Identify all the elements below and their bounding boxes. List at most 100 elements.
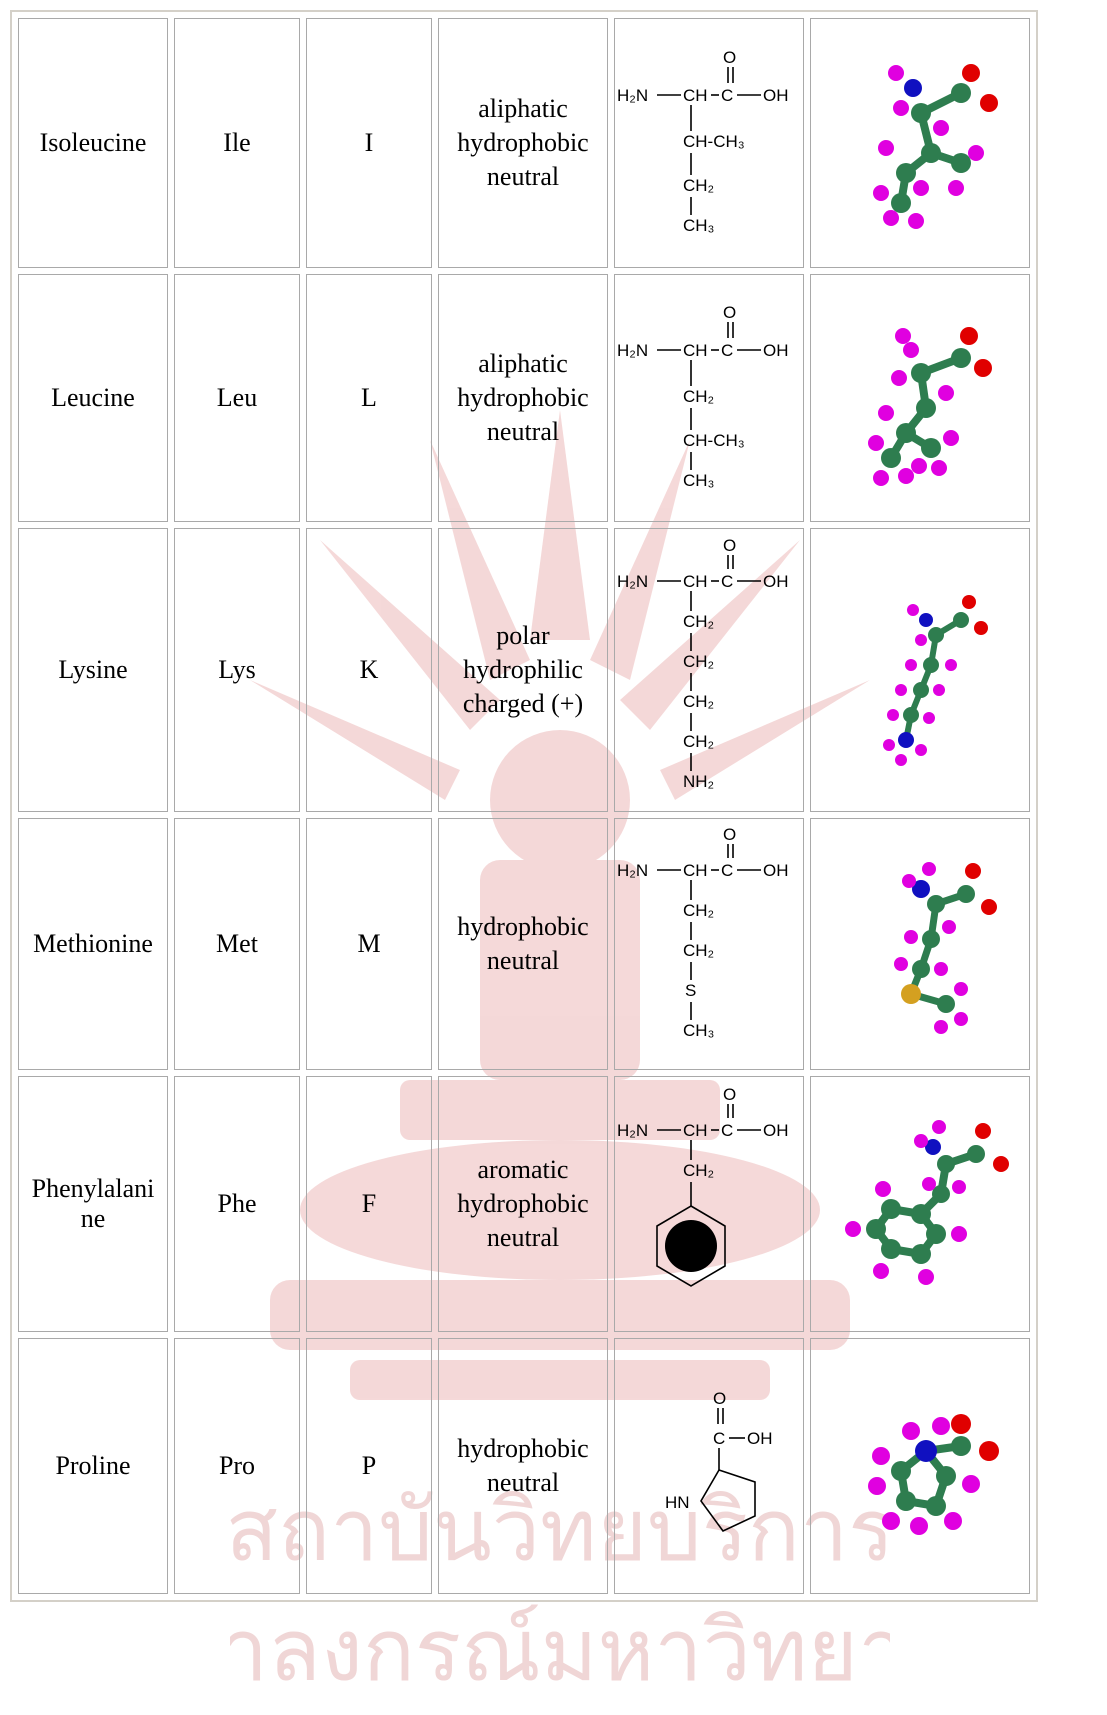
side-chain-label: CH₂ — [683, 652, 714, 671]
name-cell: Leucine — [18, 274, 168, 522]
oxygen-label: O — [723, 48, 736, 67]
amine-label: H₂N — [617, 1121, 648, 1140]
properties-cell: hydrophobic neutral — [438, 1338, 608, 1594]
oxygen-label: O — [723, 303, 736, 322]
leucine-ball-model — [868, 327, 992, 486]
carboxyl-carbon-label: C — [721, 572, 733, 591]
isoleucine-ball-model — [873, 64, 998, 229]
three-letter-cell: Pro — [174, 1338, 300, 1594]
alpha-carbon-label: CH — [683, 1121, 708, 1140]
side-chain-label: CH₂ — [683, 941, 714, 960]
name-cell: Lysine — [18, 528, 168, 812]
one-letter-cell: F — [306, 1076, 432, 1332]
model-cell — [810, 818, 1030, 1070]
one-letter-cell: M — [306, 818, 432, 1070]
side-chain-label: CH₃ — [683, 471, 714, 490]
property-label: hydrophobic — [457, 383, 589, 412]
table-row: Isoleucine Ile I aliphatic hydrophobic n… — [18, 18, 1030, 268]
model-cell — [810, 274, 1030, 522]
alpha-carbon-label: CH — [683, 341, 708, 360]
property-label: aliphatic — [478, 349, 568, 378]
isoleucine-structure: H₂N CH C O OH CH-CH₃ CH₂ CH₃ — [617, 48, 789, 235]
side-chain-label: CH₂ — [683, 387, 714, 406]
hydroxyl-label: OH — [763, 86, 789, 105]
table-row: Lysine Lys K polar hydrophilic charged (… — [18, 528, 1030, 812]
three-letter-cell: Met — [174, 818, 300, 1070]
property-label: hydrophobic — [457, 912, 589, 941]
alpha-carbon-label: CH — [683, 86, 708, 105]
one-letter-cell: I — [306, 18, 432, 268]
oxygen-label: O — [713, 1389, 726, 1408]
table-row: Proline Pro P hydrophobic neutral O C OH… — [18, 1338, 1030, 1594]
model-cell — [810, 528, 1030, 812]
name-cell: Phenylalani ne — [18, 1076, 168, 1332]
name-cell: Proline — [18, 1338, 168, 1594]
name-cell: Methionine — [18, 818, 168, 1070]
lysine-ball-model — [883, 595, 988, 766]
oxygen-label: O — [723, 536, 736, 555]
three-letter-cell: Lys — [174, 528, 300, 812]
oxygen-label: O — [723, 825, 736, 844]
hydroxyl-label: OH — [763, 861, 789, 880]
carboxyl-carbon-label: C — [721, 1121, 733, 1140]
side-chain-label: CH₂ — [683, 1161, 714, 1180]
amine-label: H₂N — [617, 861, 648, 880]
leucine-structure: H₂N CH C O OH CH₂ CH-CH₃ CH₃ — [617, 303, 789, 490]
property-label: hydrophobic — [457, 1189, 589, 1218]
property-label: aliphatic — [478, 94, 568, 123]
one-letter-cell: K — [306, 528, 432, 812]
methionine-structure: H₂N CH C O OH CH₂ CH₂ S CH₃ — [617, 825, 789, 1040]
lysine-structure: H₂N CH C O OH CH₂ CH₂ CH₂ CH₂ — [617, 536, 789, 791]
amine-label: H₂N — [617, 341, 648, 360]
alpha-carbon-label: CH — [683, 861, 708, 880]
carboxyl-carbon-label: C — [721, 86, 733, 105]
side-chain-label: CH-CH₃ — [683, 132, 745, 151]
side-chain-label: CH₃ — [683, 216, 714, 235]
property-label: hydrophilic — [463, 655, 583, 684]
property-label: charged (+) — [462, 689, 584, 718]
structure-cell: H₂N CH C O OH CH₂ CH-CH₃ CH₃ — [614, 274, 804, 522]
table-row: Phenylalani ne Phe F aromatic hydrophobi… — [18, 1076, 1030, 1332]
carboxyl-carbon-label: C — [713, 1429, 725, 1448]
model-cell — [810, 1338, 1030, 1594]
hydroxyl-label: OH — [747, 1429, 773, 1448]
watermark-line-2: จุฬาลงกรณ์มหาวิทยาลัย — [230, 1601, 890, 1703]
ring-amine-label: HN — [665, 1493, 690, 1512]
properties-cell: polar hydrophilic charged (+) — [438, 528, 608, 812]
one-letter-cell: L — [306, 274, 432, 522]
amine-label: H₂N — [617, 86, 648, 105]
hydroxyl-label: OH — [763, 1121, 789, 1140]
property-label: hydrophobic — [457, 1434, 589, 1463]
methionine-ball-model — [894, 862, 997, 1034]
three-letter-cell: Phe — [174, 1076, 300, 1332]
hydroxyl-label: OH — [763, 572, 789, 591]
oxygen-label: O — [723, 1085, 736, 1104]
side-chain-label: CH₂ — [683, 901, 714, 920]
property-label: neutral — [486, 162, 560, 191]
side-chain-label: CH-CH₃ — [683, 431, 745, 450]
side-chain-label: CH₂ — [683, 612, 714, 631]
side-chain-label: CH₂ — [683, 692, 714, 711]
name-cell: Isoleucine — [18, 18, 168, 268]
amino-acid-table: Isoleucine Ile I aliphatic hydrophobic n… — [10, 10, 1038, 1602]
alpha-carbon-label: CH — [683, 572, 708, 591]
structure-cell: H₂N CH C O OH CH₂ — [614, 1076, 804, 1332]
property-label: polar — [496, 621, 550, 650]
structure-cell: H₂N CH C O OH CH-CH₃ CH₂ CH₃ — [614, 18, 804, 268]
three-letter-cell: Leu — [174, 274, 300, 522]
side-chain-label: NH₂ — [683, 772, 714, 791]
amine-label: H₂N — [617, 572, 648, 591]
proline-structure: O C OH HN — [665, 1389, 773, 1533]
table-row: Leucine Leu L aliphatic hydrophobic neut… — [18, 274, 1030, 522]
phenylalanine-structure: H₂N CH C O OH CH₂ — [617, 1085, 789, 1287]
table-row: Methionine Met M hydrophobic neutral H₂N… — [18, 818, 1030, 1070]
side-chain-label: CH₂ — [683, 732, 714, 751]
property-label: hydrophobic — [457, 128, 589, 157]
property-label: aromatic — [477, 1155, 569, 1184]
carboxyl-carbon-label: C — [721, 861, 733, 880]
properties-cell: aliphatic hydrophobic neutral — [438, 18, 608, 268]
model-cell — [810, 18, 1030, 268]
side-chain-label: CH₃ — [683, 1021, 714, 1040]
property-label: neutral — [486, 1223, 560, 1252]
structure-cell: H₂N CH C O OH CH₂ CH₂ CH₂ CH₂ — [614, 528, 804, 812]
